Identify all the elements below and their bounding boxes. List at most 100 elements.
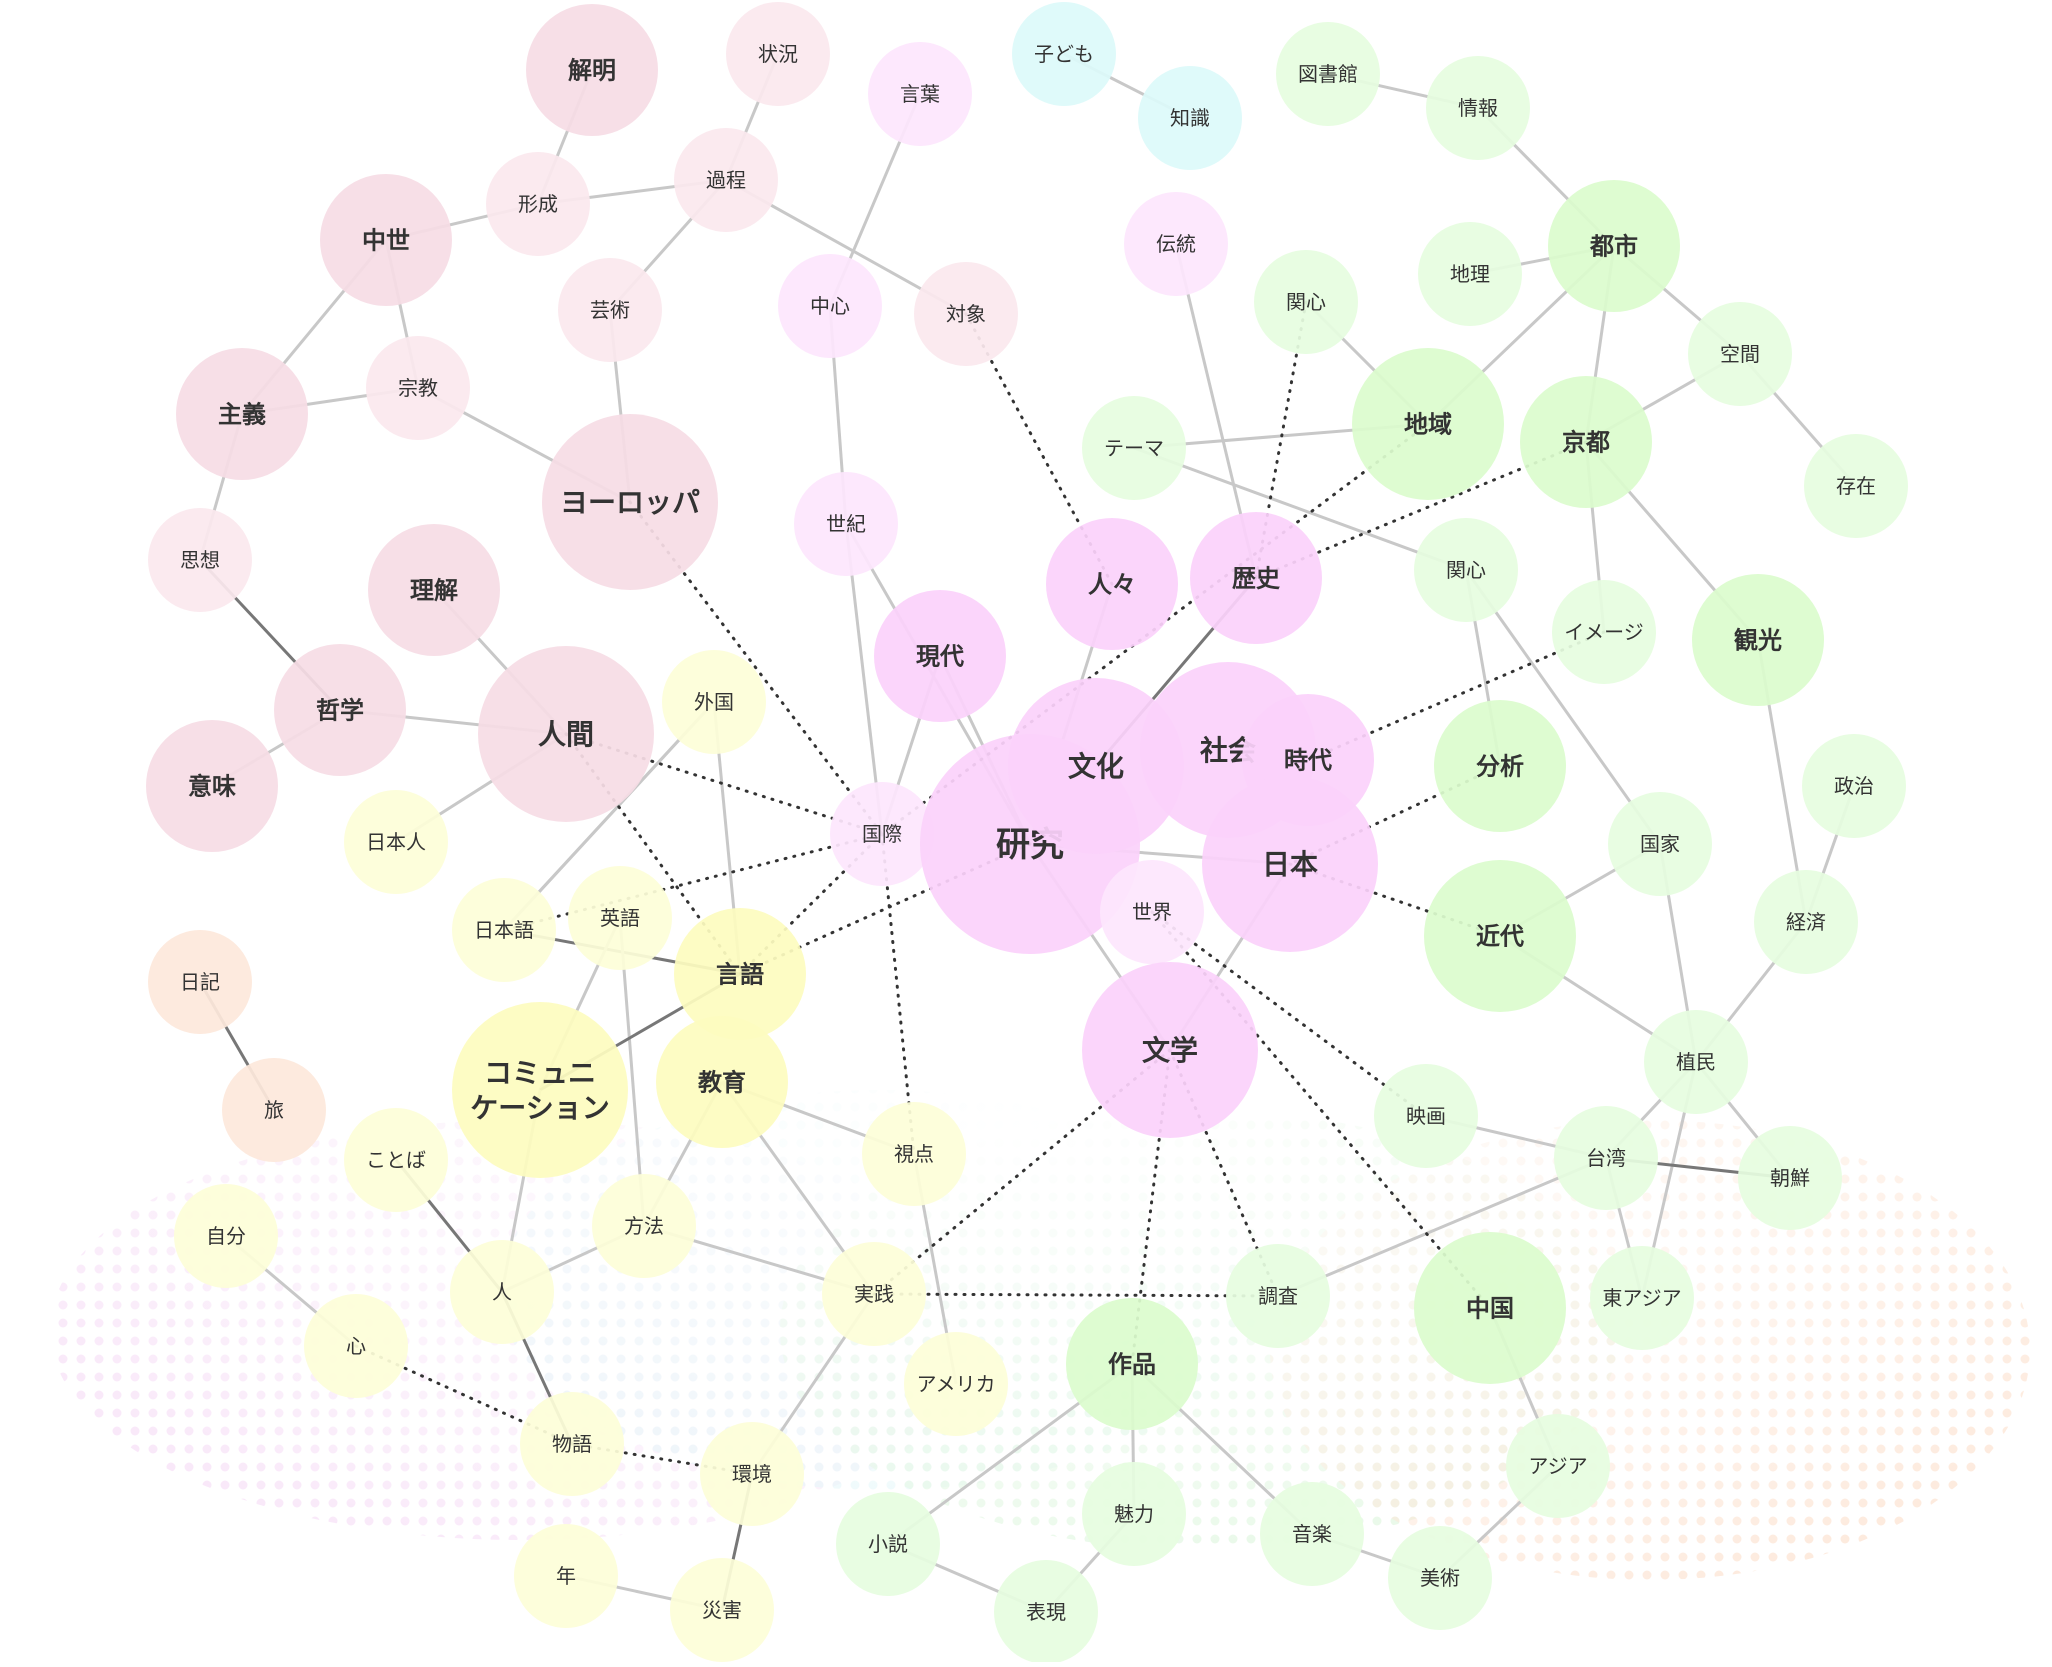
node-label-saigai: 災害 bbox=[702, 1598, 742, 1622]
node-label-kotoba: ことば bbox=[366, 1148, 426, 1172]
node-seiji[interactable]: 政治 bbox=[1802, 734, 1906, 838]
node-tabi[interactable]: 旅 bbox=[222, 1058, 326, 1162]
node-jissen[interactable]: 実践 bbox=[822, 1242, 926, 1346]
node-katei[interactable]: 過程 bbox=[674, 128, 778, 232]
node-hyougen[interactable]: 表現 bbox=[994, 1560, 1098, 1664]
node-saigai[interactable]: 災害 bbox=[670, 1558, 774, 1662]
node-chiri[interactable]: 地理 bbox=[1418, 222, 1522, 326]
node-shisou[interactable]: 思想 bbox=[148, 508, 252, 612]
node-nihon[interactable]: 日本 bbox=[1202, 776, 1378, 952]
edge-theme-kanshin2 bbox=[1133, 446, 1467, 572]
node-higashiasia[interactable]: 東アジア bbox=[1590, 1246, 1694, 1350]
node-chousa[interactable]: 調査 bbox=[1226, 1244, 1330, 1348]
node-keisei[interactable]: 形成 bbox=[486, 152, 590, 256]
node-bunseki[interactable]: 分析 bbox=[1434, 700, 1566, 832]
node-tetsugaku[interactable]: 哲学 bbox=[274, 644, 406, 776]
node-kanshin1[interactable]: 関心 bbox=[1254, 250, 1358, 354]
node-america[interactable]: アメリカ bbox=[904, 1332, 1008, 1436]
node-kanshin2[interactable]: 関心 bbox=[1414, 518, 1518, 622]
node-dentou[interactable]: 伝統 bbox=[1124, 192, 1228, 296]
node-image[interactable]: イメージ bbox=[1552, 580, 1656, 684]
node-circle-tetsugaku bbox=[274, 644, 406, 776]
node-hito[interactable]: 人 bbox=[450, 1240, 554, 1344]
node-ningen[interactable]: 人間 bbox=[478, 646, 654, 822]
node-label-chousen: 朝鮮 bbox=[1770, 1166, 1810, 1190]
edge-seiki-kokusai bbox=[844, 523, 884, 835]
node-chiiki[interactable]: 地域 bbox=[1352, 348, 1504, 500]
node-toshi[interactable]: 都市 bbox=[1548, 180, 1680, 312]
node-label-gendai: 現代 bbox=[916, 643, 964, 671]
node-shousetsu[interactable]: 小説 bbox=[836, 1492, 940, 1596]
node-keizai[interactable]: 経済 bbox=[1754, 870, 1858, 974]
node-label-jissen: 実践 bbox=[854, 1282, 894, 1306]
node-toshi_year[interactable]: 年 bbox=[514, 1524, 618, 1628]
node-sekai[interactable]: 世界 bbox=[1100, 860, 1204, 964]
node-nihonjin[interactable]: 日本人 bbox=[344, 790, 448, 894]
node-gaikoku[interactable]: 外国 bbox=[662, 650, 766, 754]
node-europe[interactable]: ヨーロッパ bbox=[542, 414, 718, 590]
node-taishou[interactable]: 対象 bbox=[914, 262, 1018, 366]
node-kokusai[interactable]: 国際 bbox=[830, 782, 934, 886]
node-bijutsu[interactable]: 美術 bbox=[1388, 1526, 1492, 1630]
node-label-geijutsu: 芸術 bbox=[590, 298, 630, 322]
node-label-jidai: 時代 bbox=[1284, 747, 1332, 775]
node-eigo[interactable]: 英語 bbox=[568, 866, 672, 970]
node-kindai[interactable]: 近代 bbox=[1424, 860, 1576, 1012]
node-rikai[interactable]: 理解 bbox=[368, 524, 500, 656]
node-kodomo[interactable]: 子ども bbox=[1012, 2, 1116, 106]
node-geijutsu[interactable]: 芸術 bbox=[558, 258, 662, 362]
node-label-shisou: 思想 bbox=[180, 548, 220, 572]
node-chugoku[interactable]: 中国 bbox=[1414, 1232, 1566, 1384]
node-label-comm: コミュニケーション bbox=[470, 1057, 609, 1125]
node-nihongo[interactable]: 日本語 bbox=[452, 878, 556, 982]
node-kaimei[interactable]: 解明 bbox=[526, 4, 658, 136]
node-kyoto[interactable]: 京都 bbox=[1520, 376, 1652, 508]
node-kankou[interactable]: 観光 bbox=[1692, 574, 1824, 706]
node-shugi[interactable]: 主義 bbox=[176, 348, 308, 480]
node-houhou[interactable]: 方法 bbox=[592, 1174, 696, 1278]
node-shuukyou[interactable]: 宗教 bbox=[366, 336, 470, 440]
node-nikki[interactable]: 日記 bbox=[148, 930, 252, 1034]
node-seiki[interactable]: 世紀 bbox=[794, 472, 898, 576]
node-sonzai[interactable]: 存在 bbox=[1804, 434, 1908, 538]
node-kotoba_kanji[interactable]: 言葉 bbox=[868, 42, 972, 146]
node-kokka[interactable]: 国家 bbox=[1608, 792, 1712, 896]
node-jibun[interactable]: 自分 bbox=[174, 1184, 278, 1288]
node-gengo[interactable]: 言語 bbox=[674, 908, 806, 1040]
node-kyouiku[interactable]: 教育 bbox=[656, 1016, 788, 1148]
node-taiwan[interactable]: 台湾 bbox=[1554, 1106, 1658, 1210]
node-label-kankyou: 環境 bbox=[732, 1462, 772, 1486]
node-jouhou[interactable]: 情報 bbox=[1426, 56, 1530, 160]
node-chushin[interactable]: 中心 bbox=[778, 254, 882, 358]
node-asia[interactable]: アジア bbox=[1506, 1414, 1610, 1518]
node-rekishi[interactable]: 歴史 bbox=[1190, 512, 1322, 644]
node-eiga[interactable]: 映画 bbox=[1374, 1064, 1478, 1168]
node-shokumin[interactable]: 植民 bbox=[1644, 1010, 1748, 1114]
node-kotoba[interactable]: ことば bbox=[344, 1108, 448, 1212]
node-sakuhin[interactable]: 作品 bbox=[1066, 1298, 1198, 1430]
node-label-kokka: 国家 bbox=[1640, 832, 1680, 856]
node-label-nikki: 日記 bbox=[180, 970, 220, 994]
node-ongaku[interactable]: 音楽 bbox=[1260, 1482, 1364, 1586]
node-shiten[interactable]: 視点 bbox=[862, 1102, 966, 1206]
node-hitobito[interactable]: 人々 bbox=[1046, 518, 1178, 650]
node-label-jouhou: 情報 bbox=[1458, 96, 1498, 120]
node-kankyou[interactable]: 環境 bbox=[700, 1422, 804, 1526]
node-joukyou[interactable]: 状況 bbox=[726, 2, 830, 106]
node-circle-kaimei bbox=[526, 4, 658, 136]
node-bungaku[interactable]: 文学 bbox=[1082, 962, 1258, 1138]
node-imi[interactable]: 意味 bbox=[146, 720, 278, 852]
node-toshokan[interactable]: 図書館 bbox=[1276, 22, 1380, 126]
node-chusei[interactable]: 中世 bbox=[320, 174, 452, 306]
node-kokoro[interactable]: 心 bbox=[304, 1294, 408, 1398]
node-chousen[interactable]: 朝鮮 bbox=[1738, 1126, 1842, 1230]
node-label-toshi: 都市 bbox=[1589, 233, 1638, 261]
node-chishiki[interactable]: 知識 bbox=[1138, 66, 1242, 170]
node-monogatari[interactable]: 物語 bbox=[520, 1392, 624, 1496]
node-kuukan[interactable]: 空間 bbox=[1688, 302, 1792, 406]
node-gendai[interactable]: 現代 bbox=[874, 590, 1006, 722]
node-comm[interactable]: コミュニケーション bbox=[452, 1002, 628, 1178]
node-miryoku[interactable]: 魅力 bbox=[1082, 1462, 1186, 1566]
node-theme[interactable]: テーマ bbox=[1082, 396, 1186, 500]
node-bunka[interactable]: 文化 bbox=[1008, 678, 1184, 854]
